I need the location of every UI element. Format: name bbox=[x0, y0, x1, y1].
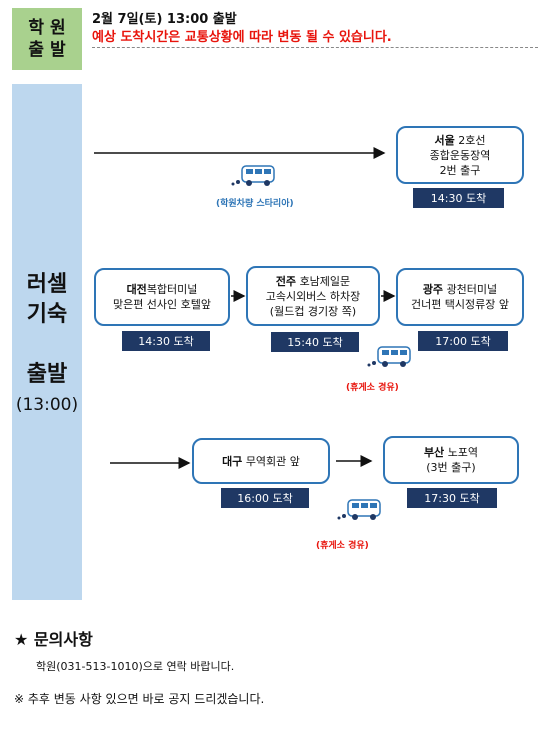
academy-departure-badge: 학 원 출 발 bbox=[12, 8, 82, 70]
gwangju-stop-box: 광주 광천터미널 건너편 택시정류장 앞 bbox=[396, 268, 524, 326]
bus-icon bbox=[337, 499, 381, 520]
daegu-stop-box: 대구 무역회관 앞 bbox=[192, 438, 330, 484]
seoul-line3: 2번 출구 bbox=[439, 163, 481, 177]
origin-title-line1: 러셀 bbox=[26, 272, 68, 297]
daejeon-arrival-tag: 14:30 도착 bbox=[122, 331, 210, 351]
badge-line1: 학 원 bbox=[28, 18, 66, 38]
seoul-line1: 2호선 bbox=[458, 133, 486, 147]
rest-stop-note: (휴게소 경유) bbox=[316, 541, 369, 551]
vehicle-note: (학원차량 스타리아) bbox=[216, 199, 294, 209]
gwangju-line1: 광천터미널 bbox=[446, 283, 498, 296]
change-notice: ※ 추후 변동 사항 있으면 바로 공지 드리겠습니다. bbox=[14, 692, 265, 706]
inquiry-title: ★ 문의사항 bbox=[14, 630, 93, 649]
rest-stop-note: (휴게소 경유) bbox=[346, 383, 399, 393]
origin-label: 러셀 기숙 출발 (13:00) bbox=[12, 270, 82, 420]
jeonju-stop-box: 전주 호남제일문 고속시외버스 하차장 (월드컵 경기장 쪽) bbox=[246, 266, 380, 326]
daejeon-stop-box: 대전복합터미널 맞은편 선사인 호텔앞 bbox=[94, 268, 230, 326]
daejeon-line1: 복합터미널 bbox=[146, 283, 198, 296]
busan-arrival-tag: 17:30 도착 bbox=[407, 488, 497, 508]
jeonju-city: 전주 bbox=[275, 274, 297, 288]
busan-line1: 노포역 bbox=[447, 446, 479, 459]
van-icon bbox=[231, 165, 275, 186]
origin-sidebar bbox=[12, 84, 82, 600]
badge-line2: 출 발 bbox=[28, 40, 66, 60]
busan-stop-box: 부산 노포역 (3번 출구) bbox=[383, 436, 519, 484]
jeonju-line2: 고속시외버스 하차장 bbox=[265, 289, 361, 303]
inquiry-contact: 학원(031-513-1010)으로 연락 바랍니다. bbox=[36, 660, 235, 673]
jeonju-line3: (월드컵 경기장 쪽) bbox=[269, 304, 357, 318]
seoul-arrival-tag: 14:30 도착 bbox=[413, 188, 504, 208]
jeonju-arrival-tag: 15:40 도착 bbox=[271, 332, 359, 352]
busan-line2: (3번 출구) bbox=[426, 461, 476, 474]
arrival-warning: 예상 도착시간은 교통상황에 따라 변동 될 수 있습니다. bbox=[92, 30, 392, 45]
seoul-city: 서울 bbox=[434, 133, 455, 147]
seoul-stop-box: 서울 2호선 종합운동장역 2번 출구 bbox=[396, 126, 524, 184]
jeonju-line1: 호남제일문 bbox=[299, 274, 351, 288]
daegu-arrival-tag: 16:00 도착 bbox=[221, 488, 309, 508]
gwangju-arrival-tag: 17:00 도착 bbox=[418, 331, 508, 351]
daejeon-line2: 맞은편 선사인 호텔앞 bbox=[112, 298, 212, 311]
gwangju-line2: 건너편 택시정류장 앞 bbox=[410, 298, 510, 311]
busan-city: 부산 bbox=[423, 446, 445, 459]
seoul-line2: 종합운동장역 bbox=[429, 148, 491, 162]
origin-depart-label: 출발 bbox=[26, 362, 68, 387]
bus-icon bbox=[367, 346, 411, 367]
gwangju-city: 광주 bbox=[422, 283, 444, 296]
header-divider bbox=[92, 47, 538, 48]
daejeon-city: 대전 bbox=[126, 283, 147, 296]
origin-title-line2: 기숙 bbox=[26, 302, 68, 327]
daegu-line1: 무역회관 앞 bbox=[245, 454, 300, 468]
daegu-city: 대구 bbox=[222, 454, 243, 468]
departure-date: 2월 7일(토) 13:00 출발 bbox=[92, 12, 237, 27]
origin-depart-time: (13:00) bbox=[15, 395, 79, 415]
